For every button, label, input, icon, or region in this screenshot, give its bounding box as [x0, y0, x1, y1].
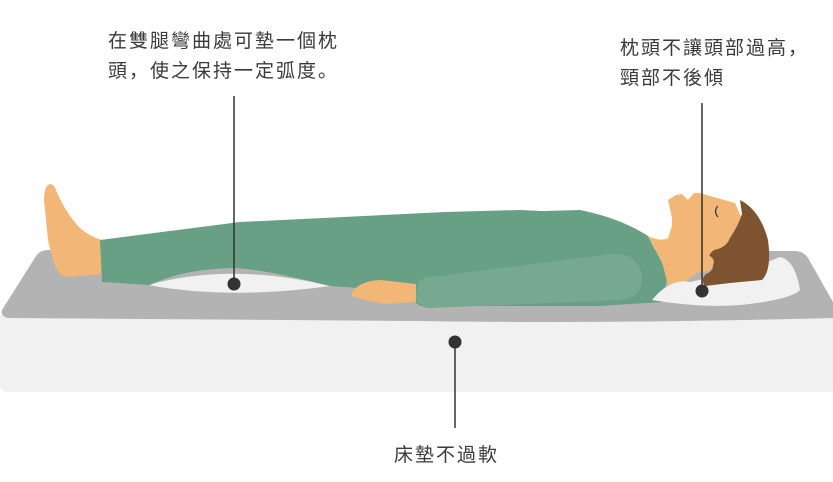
knee-pillow-annotation: 在雙腿彎曲處可墊一個枕 頭，使之保持一定弧度。: [108, 30, 340, 82]
head-leader-dot: [695, 284, 709, 298]
foot: [44, 184, 104, 277]
mattress-leader-dot: [448, 335, 462, 349]
knee-leader-dot: [227, 277, 241, 291]
shirt-sleeve: [416, 253, 642, 308]
hand: [352, 280, 416, 304]
head-pillow-annotation: 枕頭不讓頭部過高， 頸部不後傾: [620, 37, 810, 89]
ear: [700, 255, 714, 272]
face: [668, 193, 746, 270]
hair: [702, 200, 770, 286]
closed-eye: [714, 205, 719, 218]
mattress-annotation: 床墊不過軟: [394, 444, 500, 466]
mattress-side: [0, 315, 833, 392]
